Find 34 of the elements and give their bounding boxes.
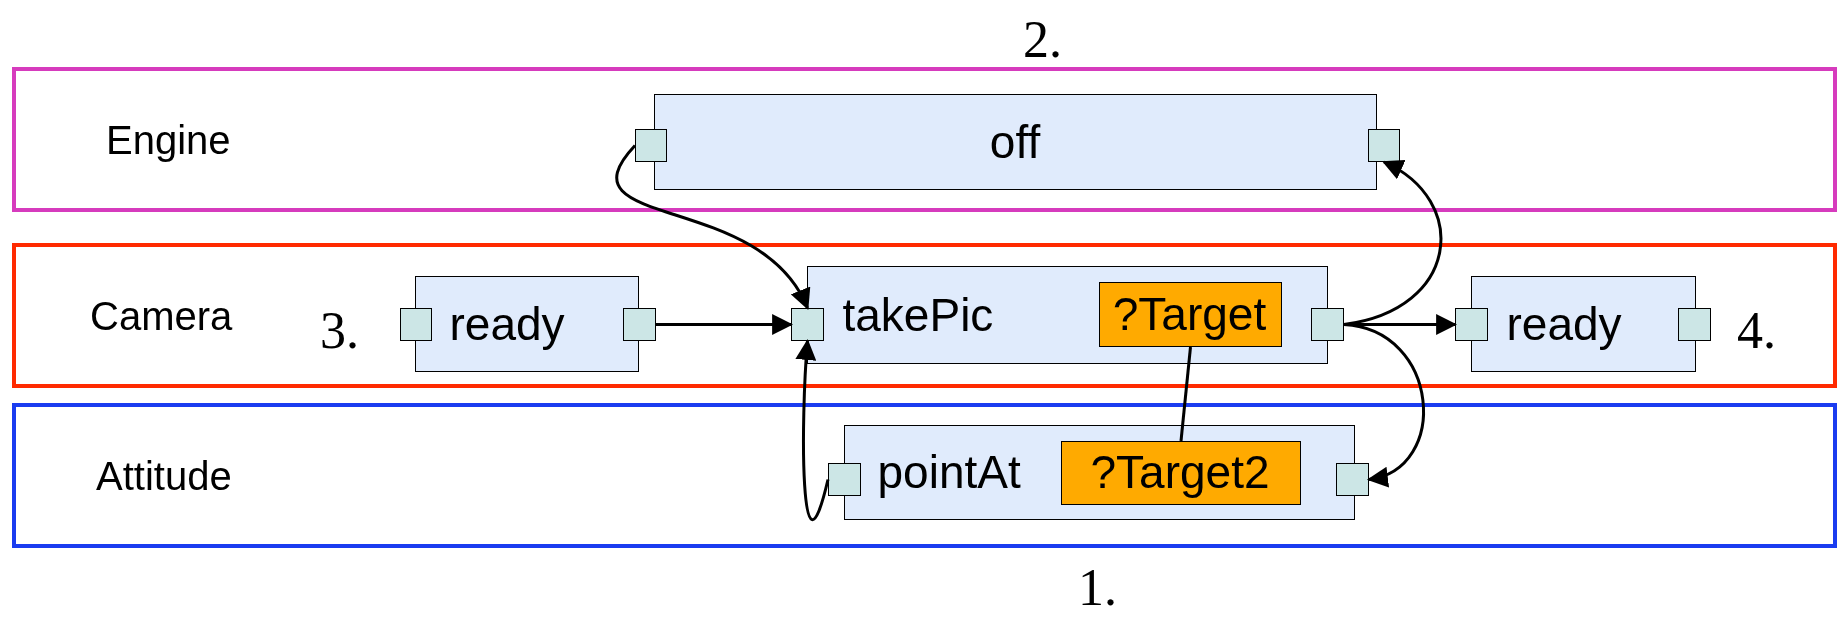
state-box <box>844 425 1355 520</box>
swimlane <box>12 243 1837 388</box>
state-box <box>1471 276 1696 372</box>
state-label: takePic <box>842 291 994 338</box>
state-box <box>415 276 639 372</box>
step-number: 3. <box>320 305 359 357</box>
variable-tag <box>1060 440 1301 505</box>
port-square <box>828 463 861 496</box>
swimlane <box>12 403 1837 548</box>
lane-title: Camera <box>90 295 233 336</box>
port-square <box>1678 308 1711 341</box>
port-square <box>1336 463 1369 496</box>
port-square <box>635 129 667 162</box>
connector-line <box>1179 346 1192 442</box>
arrow <box>656 314 794 335</box>
step-number: 4. <box>1737 305 1776 357</box>
state-label: off <box>988 118 1042 165</box>
swimlane <box>12 67 1837 212</box>
arrow <box>615 144 809 310</box>
lane-title: Attitude <box>96 455 232 496</box>
state-box <box>654 94 1377 190</box>
port-square <box>623 308 656 341</box>
lane-title: Engine <box>106 119 231 160</box>
step-number: 2. <box>1023 14 1062 66</box>
arrow <box>1343 323 1425 485</box>
port-square <box>1455 308 1488 341</box>
state-box <box>807 266 1328 364</box>
arrow <box>795 338 830 521</box>
port-square <box>1311 308 1344 341</box>
step-number: 1. <box>1078 562 1117 614</box>
port-square <box>791 308 824 341</box>
port-square <box>1368 129 1400 162</box>
port-square <box>400 308 432 341</box>
variable-tag <box>1098 281 1282 347</box>
